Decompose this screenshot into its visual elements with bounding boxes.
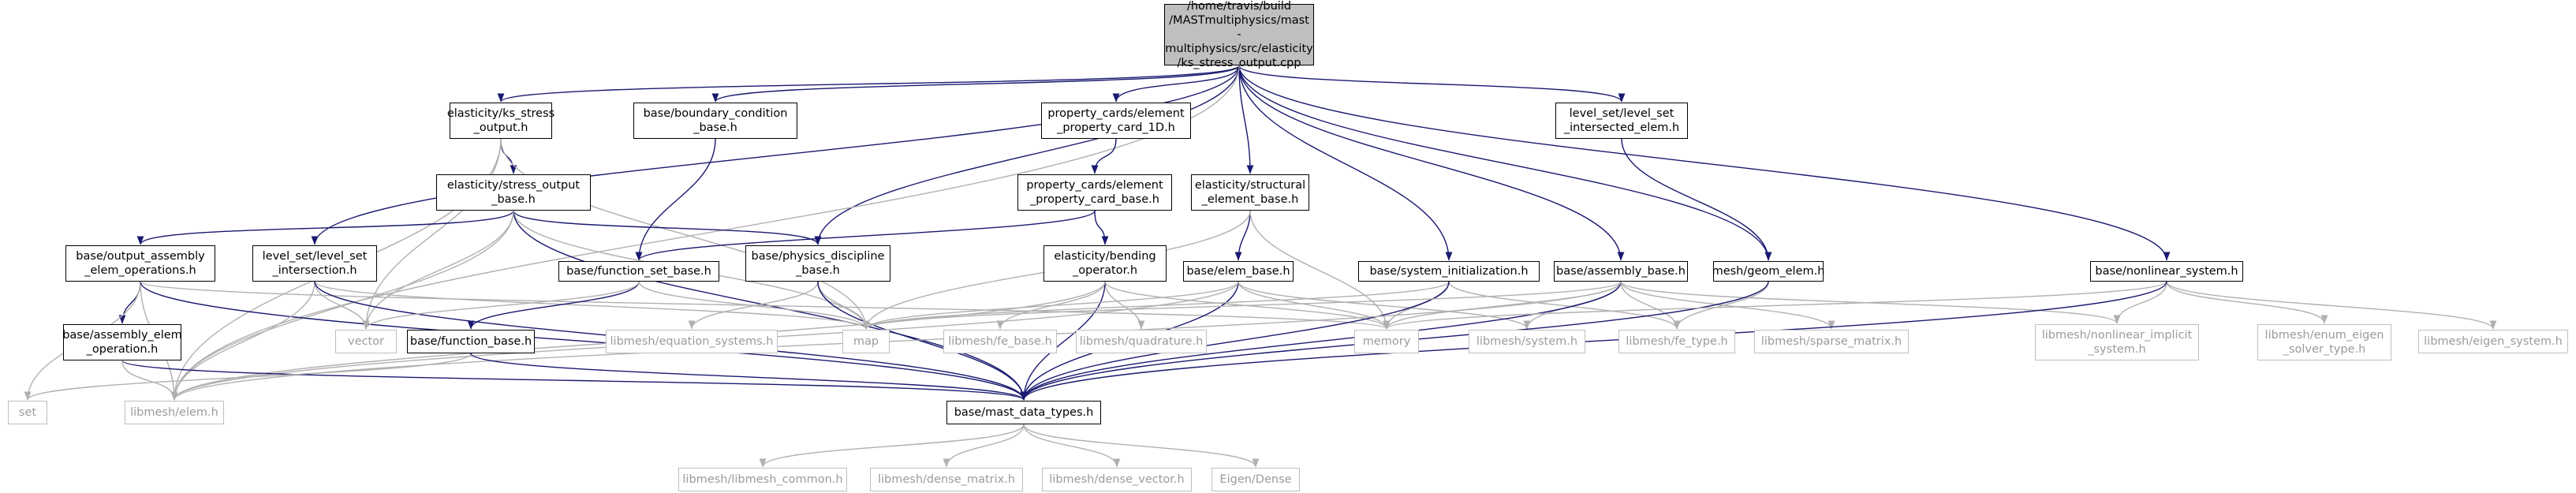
node-function-set-base-h[interactable]: base/function_set_base.h — [558, 261, 719, 282]
edge-system_initialization_h-to-mast_data_types_h — [1020, 281, 1450, 401]
edge-nonlinear_system_h-to-nonlinear_implicit_system_h — [2113, 281, 2167, 324]
node-eigen-system-h: libmesh/eigen_system.h — [2418, 330, 2568, 353]
edge-output_assembly_elem_operations_h-to-mast_data_types_h — [140, 281, 1028, 401]
edge-root-to-element_property_card_1d_h — [1112, 65, 1240, 103]
node-equation-systems-h: libmesh/equation_systems.h — [606, 330, 778, 353]
node-set: set — [8, 401, 47, 424]
edge-boundary_condition_base_h-to-function_set_base_h — [635, 138, 716, 261]
node-nonlinear-system-h[interactable]: base/nonlinear_system.h — [2090, 261, 2243, 282]
edge-mast_data_types_h-to-eigen_dense — [1023, 424, 1260, 468]
node-geom-elem-h[interactable]: mesh/geom_elem.h — [1712, 261, 1824, 282]
edge-element_property_card_1d_h-to-element_property_card_base_h — [1091, 138, 1117, 174]
node-level-set-intersected-elem-h[interactable]: level_set/level_set _intersected_elem.h — [1555, 103, 1688, 139]
node-level-set-intersection-h[interactable]: level_set/level_set _intersection.h — [252, 245, 377, 282]
edge-stress_output_base_h-to-vector — [362, 210, 514, 330]
edge-root-to-boundary_condition_base_h — [711, 65, 1240, 103]
node-fe-base-h: libmesh/fe_base.h — [943, 330, 1057, 353]
node-enum-eigen-solver-type-h: libmesh/enum_eigen _solver_type.h — [2257, 324, 2391, 360]
node-elem-h: libmesh/elem.h — [125, 401, 224, 424]
edge-mast_data_types_h-to-dense_matrix_h — [943, 424, 1025, 468]
edge-elem_base_h-to-system_h — [1238, 281, 1531, 330]
node-dense-matrix-h: libmesh/dense_matrix.h — [870, 468, 1023, 491]
edge-system_initialization_h-to-fe_type_h — [1448, 281, 1681, 330]
edge-function_base_h-to-set — [24, 353, 472, 401]
edge-assembly_base_h-to-elem_h — [170, 281, 1622, 401]
edge-output_assembly_elem_operations_h-to-memory — [140, 281, 1390, 330]
edge-physics_discipline_base_h-to-equation_systems_h — [688, 281, 819, 330]
node-ks-stress-output-h[interactable]: elasticity/ks_stress _output.h — [447, 103, 554, 139]
node-assembly-base-h[interactable]: base/assembly_base.h — [1554, 261, 1688, 282]
edge-ks_stress_output_h-to-vector — [362, 138, 502, 330]
edge-root-to-nonlinear_system_h — [1238, 65, 2171, 261]
node-memory: memory — [1354, 330, 1419, 353]
node-nonlinear-implicit-system-h: libmesh/nonlinear_implicit _system.h — [2035, 324, 2199, 360]
edge-elem_base_h-to-map — [862, 281, 1239, 330]
edge-function_set_base_h-to-vector — [362, 281, 640, 330]
edge-root-to-level_set_intersected_elem_h — [1238, 65, 1626, 103]
node-vector: vector — [335, 330, 397, 353]
edge-level_set_intersection_h-to-elem_h — [170, 281, 315, 401]
node-ks-stress-output-cpp: /home/travis/build /MASTmultiphysics/mas… — [1164, 0, 1314, 69]
node-assembly-elem-operation-h[interactable]: base/assembly_elem _operation.h — [62, 324, 182, 360]
edge-nonlinear_system_h-to-enum_eigen_solver_type_h — [2166, 281, 2328, 324]
edge-element_property_card_base_h-to-function_set_base_h — [635, 210, 1096, 261]
node-dense-vector-h: libmesh/dense_vector.h — [1042, 468, 1192, 491]
edge-root-to-ks_stress_output_h — [497, 65, 1240, 103]
node-output-assembly-elem-operations-h[interactable]: base/output_assembly _elem_operations.h — [65, 245, 215, 282]
edge-nonlinear_system_h-to-mast_data_types_h — [1020, 281, 2167, 401]
edge-stress_output_base_h-to-physics_discipline_base_h — [513, 210, 822, 245]
node-element-property-card-1d-h[interactable]: property_cards/element _property_card_1D… — [1041, 103, 1191, 139]
edge-root-to-system_initialization_h — [1238, 65, 1453, 261]
node-eigen-dense: Eigen/Dense — [1211, 468, 1300, 491]
node-system-initialization-h[interactable]: base/system_initialization.h — [1358, 261, 1540, 282]
node-physics-discipline-base-h[interactable]: base/physics_discipline _base.h — [745, 245, 890, 282]
edge-stress_output_base_h-to-output_assembly_elem_operations_h — [136, 210, 514, 245]
node-system-h: libmesh/system.h — [1469, 330, 1585, 353]
node-bending-operator-h[interactable]: elasticity/bending _operator.h — [1043, 245, 1167, 282]
edge-structural_element_base_h-to-memory — [1249, 210, 1391, 330]
edge-bending_operator_h-to-quadrature_h — [1104, 281, 1145, 330]
edge-bending_operator_h-to-mast_data_types_h — [1020, 281, 1106, 401]
edge-assembly_elem_operation_h-to-mast_data_types_h — [121, 360, 1028, 401]
edge-function_base_h-to-mast_data_types_h — [470, 353, 1028, 401]
edge-nonlinear_system_h-to-eigen_system_h — [2166, 281, 2497, 330]
edge-geom_elem_h-to-fe_type_h — [1673, 281, 1769, 330]
node-quadrature-h: libmesh/quadrature.h — [1076, 330, 1207, 353]
node-element-property-card-base-h[interactable]: property_cards/element _property_card_ba… — [1017, 174, 1172, 211]
node-structural-element-base-h[interactable]: elasticity/structural _element_base.h — [1191, 174, 1309, 211]
edge-level_set_intersected_elem_h-to-geom_elem_h — [1621, 138, 1772, 261]
edge-element_property_card_base_h-to-bending_operator_h — [1094, 210, 1109, 245]
node-libmesh-common-h: libmesh/libmesh_common.h — [678, 468, 847, 491]
edge-root-to-geom_elem_h — [1238, 65, 1772, 261]
edge-mast_data_types_h-to-libmesh_common_h — [759, 424, 1025, 468]
edge-ks_stress_output_h-to-map — [500, 138, 870, 330]
edge-elem_base_h-to-memory — [1238, 281, 1391, 330]
node-stress-output-base-h[interactable]: elasticity/stress_output _base.h — [436, 174, 591, 211]
edge-assembly_base_h-to-sparse_matrix_h — [1620, 281, 1835, 330]
edge-root-to-physics_discipline_base_h — [814, 65, 1240, 245]
node-boundary-condition-base-h[interactable]: base/boundary_condition _base.h — [633, 103, 797, 139]
node-sparse-matrix-h: libmesh/sparse_matrix.h — [1754, 330, 1909, 353]
node-fe-type-h: libmesh/fe_type.h — [1618, 330, 1735, 353]
edge-root-to-level_set_intersection_h — [311, 65, 1240, 245]
edge-stress_output_base_h-to-elem_h — [170, 210, 514, 401]
edge-root-to-structural_element_base_h — [1238, 65, 1254, 174]
edge-assembly_elem_operation_h-to-elem_h — [121, 360, 178, 401]
edge-assembly_base_h-to-mast_data_types_h — [1020, 281, 1622, 401]
edge-level_set_intersection_h-to-map — [314, 281, 870, 330]
edge-root-to-assembly_base_h — [1238, 65, 1625, 261]
node-function-base-h[interactable]: base/function_base.h — [407, 330, 535, 353]
edge-assembly_base_h-to-map — [862, 281, 1622, 330]
node-mast-data-types-h[interactable]: base/mast_data_types.h — [946, 401, 1101, 424]
edge-physics_discipline_base_h-to-mast_data_types_h — [817, 281, 1028, 401]
edge-mast_data_types_h-to-dense_vector_h — [1023, 424, 1121, 468]
edge-structural_element_base_h-to-elem_base_h — [1234, 210, 1251, 261]
node-elem-base-h[interactable]: base/elem_base.h — [1183, 261, 1294, 282]
node-map: map — [842, 330, 890, 353]
edge-function_set_base_h-to-function_base_h — [467, 281, 640, 330]
edge-nonlinear_system_h-to-memory — [1383, 281, 2167, 330]
edge-system_initialization_h-to-map — [862, 281, 1450, 330]
